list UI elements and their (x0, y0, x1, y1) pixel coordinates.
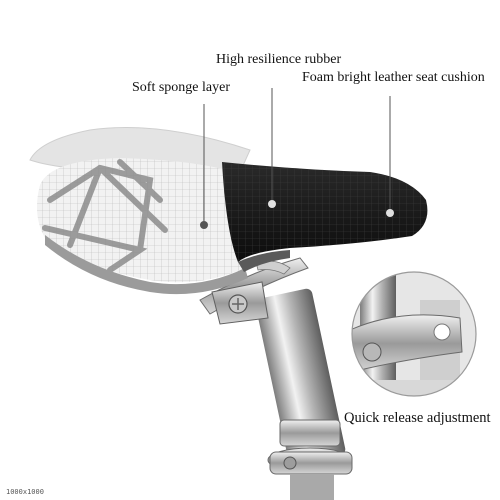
label-foam-leather-cushion: Foam bright leather seat cushion (302, 70, 485, 85)
quick-release-zoom (351, 271, 477, 397)
dot-leather (386, 209, 394, 217)
label-high-resilience-rubber: High resilience rubber (216, 52, 342, 67)
callout-lines (203, 88, 391, 222)
seatpost (255, 288, 353, 500)
dot-rubber (268, 200, 276, 208)
size-watermark: 1000x1000 (6, 488, 44, 496)
seat-clamp (199, 257, 309, 325)
saddle-cushion (29, 127, 428, 295)
label-quick-release-adjustment: Quick release adjustment (344, 410, 491, 426)
callout-dots (200, 200, 394, 229)
dot-sponge (200, 221, 208, 229)
label-soft-sponge-layer: Soft sponge layer (132, 80, 230, 95)
